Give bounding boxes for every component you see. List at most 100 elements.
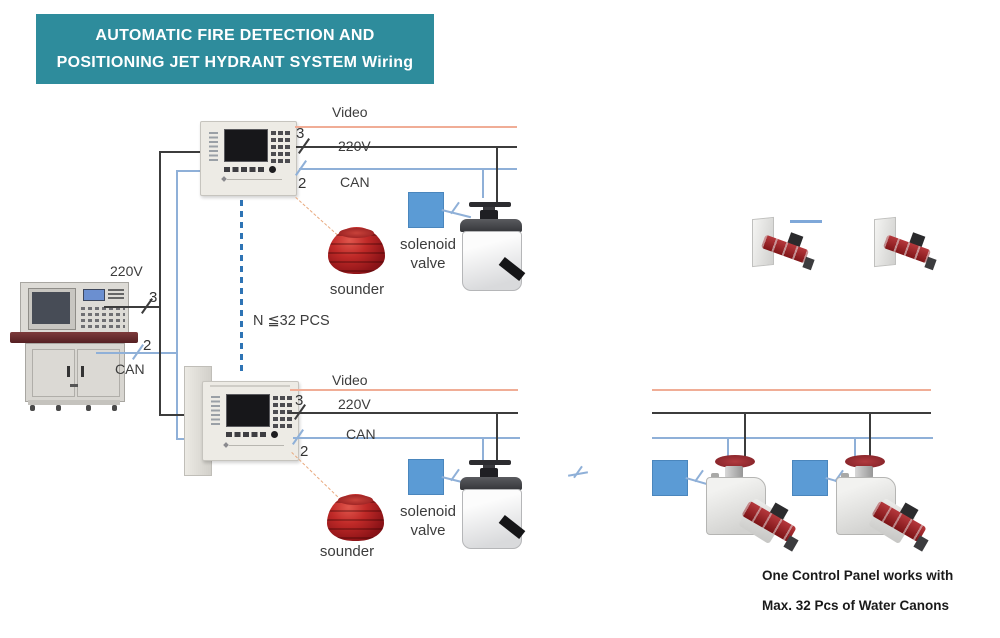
can-wire-stub bbox=[790, 220, 822, 223]
controller-screen bbox=[224, 129, 268, 162]
power-drop-wire bbox=[496, 412, 498, 462]
canon-ceiling-flange bbox=[845, 455, 885, 468]
console-can-label: CAN bbox=[115, 361, 145, 377]
controller-round-button bbox=[271, 431, 278, 438]
bus-can-wire-top bbox=[176, 170, 203, 172]
power-drop-wire bbox=[496, 147, 498, 207]
video-wire-continued bbox=[652, 389, 931, 391]
solenoid-label: solenoid valve bbox=[398, 503, 458, 541]
controller-led-column bbox=[209, 130, 218, 161]
controllers-chain-dashed-line bbox=[240, 200, 243, 374]
power-wire-count: 3 bbox=[295, 392, 304, 409]
sounder-label: sounder bbox=[319, 543, 375, 560]
tank-valve-stem bbox=[483, 207, 495, 211]
controller-title-strip bbox=[210, 385, 290, 387]
solenoid-valve-device bbox=[408, 459, 444, 495]
sounder-device bbox=[327, 494, 384, 541]
zone-controller-2 bbox=[202, 381, 299, 461]
can-label: CAN bbox=[340, 174, 370, 190]
control-console bbox=[8, 268, 142, 416]
solenoid-valve-device bbox=[652, 460, 688, 496]
controller-logo-line bbox=[229, 445, 284, 446]
door-handle bbox=[81, 366, 84, 377]
title-line-2: POSITIONING JET HYDRANT SYSTEM Wiring bbox=[56, 53, 414, 71]
solenoid-valve-device bbox=[408, 192, 444, 228]
console-upper-unit bbox=[20, 282, 129, 337]
tank-valve-stem bbox=[483, 465, 495, 469]
power-wire bbox=[288, 412, 518, 414]
tank-valve-body bbox=[480, 468, 498, 479]
console-power-wire bbox=[104, 306, 160, 308]
sounder-cap bbox=[339, 228, 374, 238]
title-line-1: AUTOMATIC FIRE DETECTION AND bbox=[95, 26, 375, 44]
controller-function-keys bbox=[226, 432, 266, 437]
console-power-label: 220V bbox=[110, 263, 143, 279]
bus-power-wire-vertical bbox=[159, 151, 161, 416]
water-tank-device bbox=[455, 444, 527, 549]
bus-power-wire-bottom bbox=[159, 414, 205, 416]
power-label: 220V bbox=[338, 138, 371, 154]
solenoid-valve-device bbox=[792, 460, 828, 496]
canon-nozzle-tip bbox=[924, 256, 937, 271]
console-cabinet-door-right bbox=[77, 349, 120, 397]
tank-body bbox=[462, 231, 522, 291]
title-banner: AUTOMATIC FIRE DETECTION AND POSITIONING… bbox=[36, 14, 434, 84]
caster-wheel bbox=[86, 405, 91, 411]
console-lcd-display bbox=[83, 289, 105, 301]
video-wire bbox=[295, 126, 517, 128]
door-handle bbox=[67, 366, 70, 377]
controller-logo-line bbox=[227, 179, 282, 180]
caster-wheel bbox=[112, 405, 117, 411]
solenoid-label: solenoid valve bbox=[398, 236, 458, 274]
can-wire-count: 2 bbox=[300, 443, 309, 460]
sounder-label: sounder bbox=[329, 281, 385, 298]
sounder-device bbox=[328, 227, 385, 274]
can-wire bbox=[293, 437, 520, 439]
bus-power-wire-top bbox=[159, 151, 203, 153]
solenoid-label-line2: valve bbox=[410, 521, 446, 539]
tank-valve-body bbox=[480, 210, 498, 221]
can-drop-wire bbox=[482, 437, 484, 463]
controller-key-grid bbox=[273, 394, 293, 428]
wall-mounted-water-canon bbox=[748, 216, 823, 278]
power-wire-count: 3 bbox=[296, 125, 305, 142]
can-drop-wire bbox=[854, 437, 856, 460]
wall-mounted-water-canon bbox=[870, 216, 945, 278]
video-label: Video bbox=[332, 372, 368, 388]
controller-screen bbox=[226, 394, 270, 427]
footnote-line-1: One Control Panel works with bbox=[762, 568, 954, 583]
controller-function-keys bbox=[224, 167, 264, 172]
footnote-line-2: Max. 32 Pcs of Water Canons bbox=[762, 598, 950, 613]
can-drop-wire bbox=[727, 437, 729, 460]
power-wire-continued bbox=[652, 412, 931, 414]
can-label: CAN bbox=[346, 426, 376, 442]
canon-nozzle-tip bbox=[802, 256, 815, 271]
tank-cap bbox=[460, 219, 522, 232]
controller-led-column bbox=[211, 394, 220, 425]
solenoid-label-line1: solenoid bbox=[400, 503, 456, 520]
console-keypad bbox=[81, 304, 125, 328]
power-wire bbox=[296, 146, 517, 148]
capacity-note: N ≦32 PCS bbox=[253, 313, 330, 329]
caster-wheel bbox=[30, 405, 35, 411]
solenoid-label-line1: solenoid bbox=[400, 236, 456, 253]
video-label: Video bbox=[332, 104, 368, 120]
tank-valve-flange bbox=[469, 202, 511, 207]
console-desk-surface bbox=[10, 332, 138, 343]
can-wire-count: 2 bbox=[298, 175, 307, 192]
power-label: 220V bbox=[338, 396, 371, 412]
console-cabinet-door-left bbox=[32, 349, 75, 397]
zone-controller-1 bbox=[200, 121, 297, 196]
controller-key-grid bbox=[271, 129, 291, 163]
tank-cap bbox=[460, 477, 522, 490]
ceiling-mounted-water-canon bbox=[824, 447, 936, 557]
canon-stem bbox=[725, 466, 743, 478]
console-power-count: 3 bbox=[149, 289, 158, 306]
console-monitor-screen bbox=[32, 292, 70, 324]
console-monitor-frame bbox=[28, 288, 76, 330]
ceiling-mounted-water-canon bbox=[698, 447, 810, 557]
canon-ceiling-flange bbox=[715, 455, 755, 468]
can-wire bbox=[299, 168, 517, 170]
controller-round-button bbox=[269, 166, 276, 173]
video-wire bbox=[290, 389, 518, 391]
